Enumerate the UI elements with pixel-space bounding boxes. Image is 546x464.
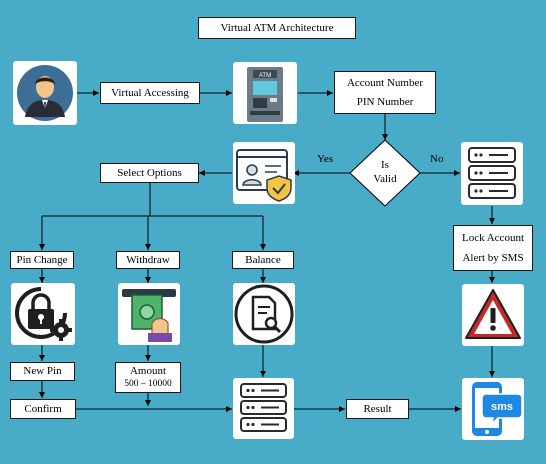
decision-valid-label: Valid [373, 172, 397, 185]
withdraw-label: Withdraw [126, 253, 170, 266]
decision-text: Is Valid [355, 159, 415, 187]
pin-number-label: PIN Number [356, 95, 414, 108]
confirm-label: Confirm [24, 402, 62, 415]
atm-machine-icon: ATM [233, 62, 297, 124]
amount-label: Amount [129, 365, 167, 378]
sms-text: sms [491, 401, 513, 413]
id-card-verified-icon [233, 142, 295, 204]
warning-icon [462, 284, 524, 346]
yes-label: Yes [317, 153, 334, 165]
withdraw-box: Withdraw [116, 251, 180, 269]
lock-settings-icon [11, 283, 75, 345]
balance-box: Balance [232, 251, 294, 269]
page-title: Virtual ATM Architecture [220, 21, 334, 34]
server-icon [461, 142, 523, 205]
alert-by-sms-label: Alert by SMS [462, 251, 524, 264]
document-search-icon [233, 283, 295, 345]
no-label: No [430, 153, 444, 165]
cash-withdraw-icon [118, 283, 180, 345]
server-icon [233, 378, 294, 439]
amount-box: Amount 500 – 10000 [115, 362, 181, 393]
pin-change-box: Pin Change [10, 251, 74, 269]
lock-account-label: Lock Account [461, 231, 524, 244]
amount-range-label: 500 – 10000 [124, 379, 172, 390]
new-pin-box: New Pin [10, 362, 75, 381]
balance-label: Balance [245, 253, 281, 266]
lock-alert-box: Lock Account Alert by SMS [453, 225, 533, 271]
virtual-accessing-label: Virtual Accessing [111, 86, 189, 99]
pin-change-label: Pin Change [16, 253, 68, 266]
svg-text:ATM: ATM [259, 73, 271, 79]
new-pin-label: New Pin [23, 365, 62, 378]
sms-phone-icon: sms [462, 378, 524, 440]
select-options-label: Select Options [117, 166, 182, 179]
result-box: Result [346, 399, 409, 419]
account-number-label: Account Number [346, 77, 424, 90]
virtual-accessing-box: Virtual Accessing [100, 82, 200, 104]
decision-diamond [349, 139, 421, 207]
title-box: Virtual ATM Architecture [198, 17, 356, 39]
user-avatar-icon [13, 61, 77, 125]
result-label: Result [363, 402, 392, 415]
select-options-box: Select Options [100, 163, 199, 183]
decision-is-label: Is [381, 159, 389, 171]
confirm-box: Confirm [10, 399, 76, 419]
account-pin-box: Account Number PIN Number [334, 71, 436, 114]
